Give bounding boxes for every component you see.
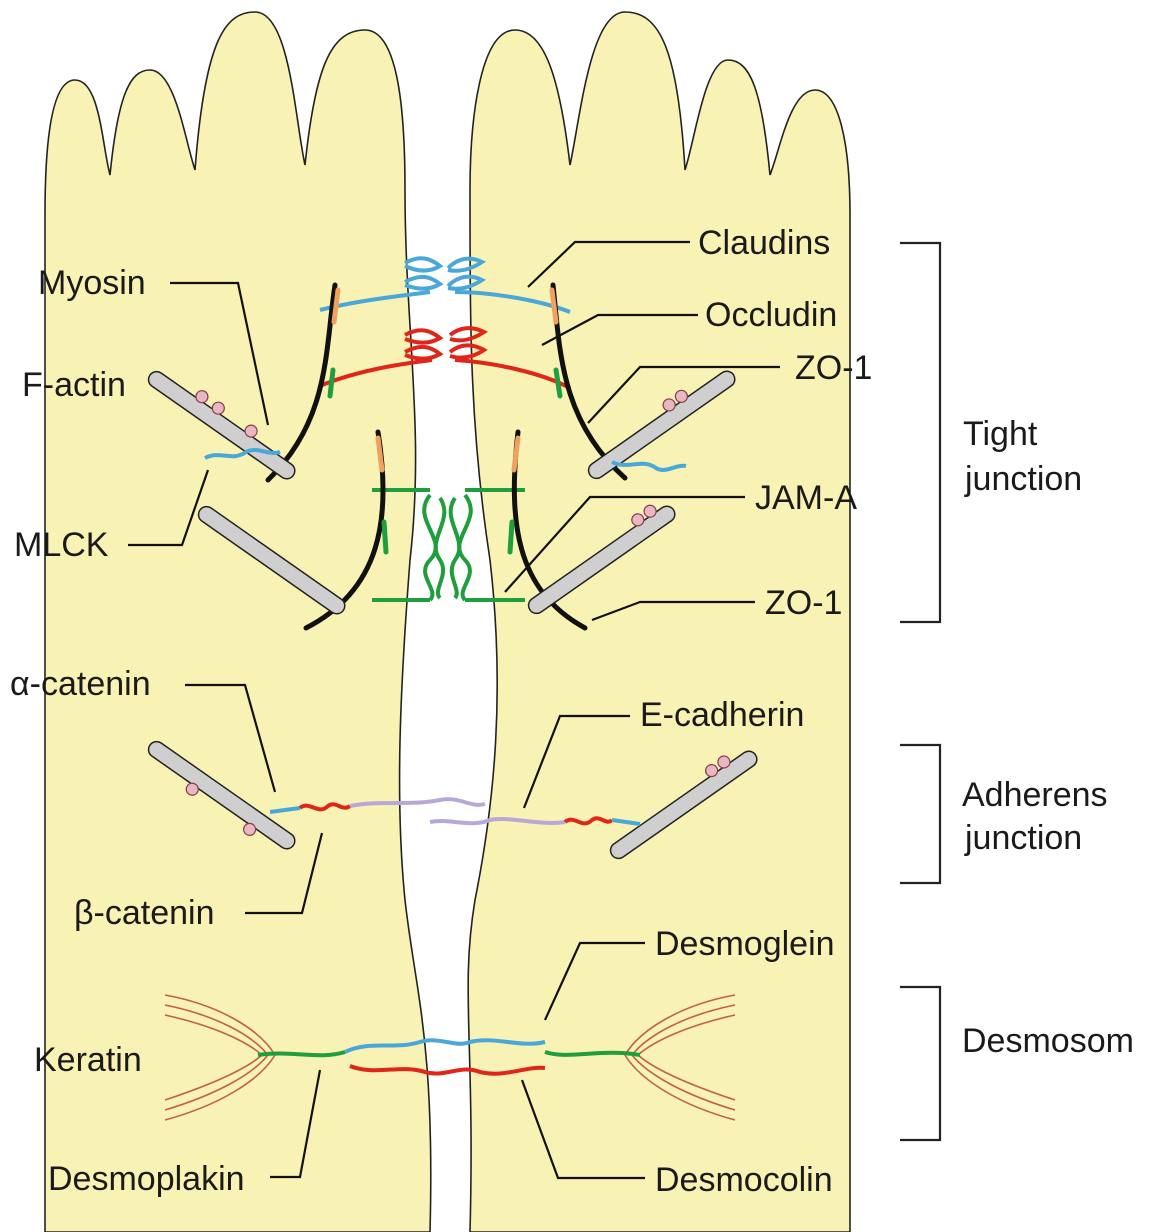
group-label-adherens-line2: junction	[964, 819, 1082, 857]
label-desmoplakin: Desmoplakin	[48, 1160, 245, 1198]
desmosome-bracket	[900, 987, 940, 1140]
label-e-cadherin: E-cadherin	[640, 696, 804, 734]
label-alpha-catenin: α-catenin	[10, 665, 151, 703]
label-myosin: Myosin	[38, 264, 146, 302]
label-zo1-bottom: ZO-1	[765, 584, 842, 622]
tight-junction-bracket	[900, 243, 940, 622]
group-label-tight-line1: Tight	[963, 415, 1038, 453]
label-beta-catenin: β-catenin	[74, 894, 215, 932]
label-jam-a: JAM-A	[755, 479, 857, 517]
label-occludin: Occludin	[705, 296, 837, 334]
label-zo1-top: ZO-1	[795, 349, 872, 387]
label-claudins: Claudins	[698, 224, 830, 262]
label-mlck: MLCK	[14, 526, 109, 564]
group-label-desmosome: Desmosom	[962, 1022, 1134, 1060]
right-cell	[468, 12, 850, 1232]
group-label-adherens-line1: Adherens	[962, 776, 1108, 814]
label-f-actin: F-actin	[22, 366, 126, 404]
label-desmocolin: Desmocolin	[655, 1161, 833, 1199]
group-label-tight-line2: junction	[964, 460, 1082, 498]
adherens-junction-bracket	[900, 745, 940, 883]
label-keratin: Keratin	[34, 1041, 142, 1079]
label-desmoglein: Desmoglein	[655, 925, 835, 963]
